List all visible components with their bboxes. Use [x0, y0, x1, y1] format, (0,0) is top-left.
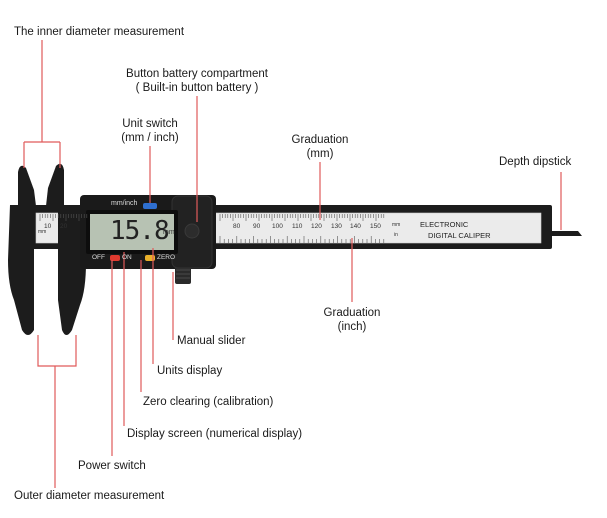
brand-line2: DIGITAL CALIPER [428, 231, 491, 240]
lcd-screen [90, 214, 174, 250]
brand-line1: ELECTRONIC [420, 220, 469, 229]
depth-dipstick-label: Depth dipstick [499, 156, 572, 168]
inner-diameter-bracket [23, 40, 61, 168]
inner-diameter-label: The inner diameter measurement [14, 26, 185, 38]
manual-slider-label: Manual slider [177, 335, 246, 347]
zero-label: ZERO [157, 254, 176, 261]
scale-number: 20 [60, 223, 68, 230]
scale-number: 150 [370, 223, 381, 230]
graduation-inch-label-line2: (inch) [337, 321, 367, 333]
units-display-label: Units display [157, 365, 223, 377]
upper-fixed-jaw [18, 165, 36, 206]
scale-number: 140 [350, 223, 361, 230]
on-label: ON [122, 254, 132, 261]
graduation-mm-label-line2: (mm) [306, 148, 334, 160]
graduation-inch-label-line1: Graduation [323, 307, 381, 319]
battery-label-line1: Button battery compartment [126, 68, 268, 80]
scale-number: 120 [311, 223, 322, 230]
scale-number: 110 [292, 223, 303, 230]
lcd-unit: mm [163, 229, 175, 236]
unit-button-label: mm/inch [111, 200, 138, 207]
unit-switch-label-line2: (mm / inch) [121, 132, 179, 144]
scale-right-unit-bottom: in [394, 232, 398, 238]
scale-number: 90 [253, 223, 261, 230]
outer-diameter-label: Outer diameter measurement [14, 490, 165, 502]
graduation-mm-label-line1: Graduation [291, 134, 349, 146]
lower-fixed-jaw [8, 205, 34, 335]
scale-left-unit: mm [38, 229, 47, 235]
depth-dipstick-rod [548, 231, 582, 236]
power-on-button[interactable] [110, 255, 120, 261]
unit-switch-button[interactable] [143, 203, 157, 209]
upper-sliding-jaw [46, 163, 64, 206]
lower-sliding-jaw [58, 205, 86, 335]
scale-right-unit-top: mm [392, 222, 401, 228]
scale-ticks [39, 214, 385, 243]
scale-number: 100 [272, 223, 283, 230]
power-switch-label: Power switch [78, 460, 146, 472]
outer-diameter-bracket [37, 335, 77, 488]
display-screen-label: Display screen (numerical display) [127, 428, 303, 440]
scale-number: 80 [233, 223, 241, 230]
unit-switch-label-line1: Unit switch [122, 118, 178, 130]
scale-number: 130 [331, 223, 342, 230]
lcd-reading: 15.8 [110, 216, 170, 246]
scale-number: 10 [44, 223, 52, 230]
battery-label-line2: ( Built-in button battery ) [135, 82, 259, 94]
zero-clearing-label: Zero clearing (calibration) [143, 396, 274, 408]
off-label: OFF [92, 254, 105, 261]
